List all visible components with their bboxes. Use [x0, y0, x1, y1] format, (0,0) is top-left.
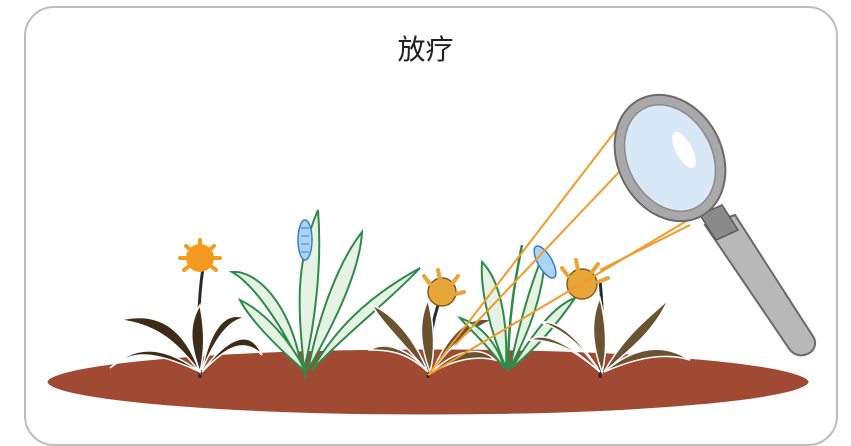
wilted-flower-icon: [422, 268, 466, 307]
magnifying-glass-icon: [613, 93, 817, 357]
healthy-plant-4: [457, 244, 578, 373]
healthy-plant-2: [228, 209, 421, 379]
dandelion-flower-icon: [178, 238, 222, 272]
blue-flower-icon: [533, 245, 557, 279]
radiation-beams: [427, 111, 706, 376]
diagram-title: 放疗: [397, 33, 454, 66]
withered-plant-5: [527, 258, 691, 379]
radiotherapy-scene: [44, 93, 817, 418]
blue-flower-icon: [297, 219, 313, 261]
dandelion-plant-1: [109, 238, 263, 379]
withered-plant-3: [367, 268, 498, 379]
